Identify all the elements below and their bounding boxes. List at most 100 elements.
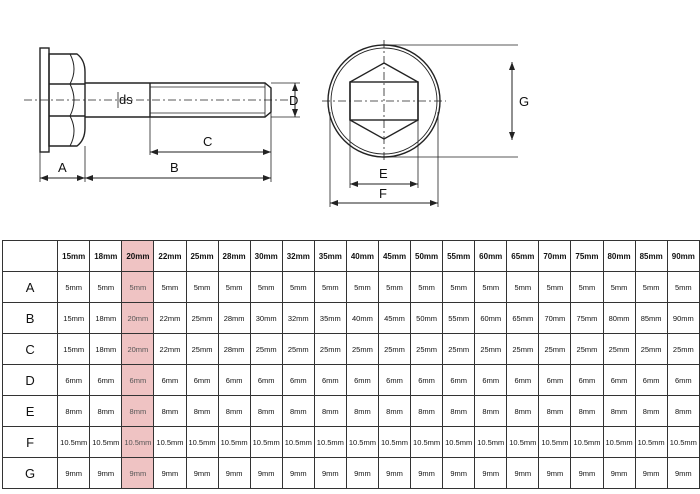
table-cell: 25mm [666, 333, 700, 365]
table-cell: 6mm [570, 364, 604, 396]
table-cell: 5mm [442, 271, 476, 303]
size-header-cell: 22mm [153, 240, 187, 272]
table-cell: 5mm [281, 271, 315, 303]
table-cell: 15mm [57, 333, 91, 365]
table-cell: 5mm [506, 271, 540, 303]
table-cell: 6mm [89, 364, 123, 396]
table-cell: 10.5mm [185, 426, 219, 458]
table-cell: 9mm [217, 457, 251, 489]
dimension-arrowheads [40, 62, 515, 206]
row-label-cell: G [1, 457, 59, 489]
table-cell: 5mm [377, 271, 412, 303]
table-cell: 5mm [538, 271, 572, 303]
table-cell: 9mm [410, 457, 444, 489]
table-cell: 10.5mm [602, 426, 636, 458]
table-cell: 6mm [57, 364, 91, 396]
dim-label-f: F [379, 186, 387, 201]
row-label-cell: C [1, 333, 59, 365]
table-cell: 25mm [185, 302, 219, 334]
table-cell: 6mm [538, 364, 572, 396]
table-cell: 5mm [474, 271, 508, 303]
size-header-cell: 18mm [89, 240, 123, 272]
table-cell: 10.5mm [89, 426, 123, 458]
row-label-cell: A [1, 271, 59, 303]
table-cell: 15mm [57, 302, 91, 334]
table-cell: 50mm [410, 302, 444, 334]
table-cell: 70mm [538, 302, 572, 334]
table-cell: 9mm [666, 457, 700, 489]
table-cell: 25mm [602, 333, 636, 365]
size-header-cell: 20mm [121, 240, 155, 272]
size-header-cell: 60mm [474, 240, 508, 272]
size-header-cell: 50mm [410, 240, 444, 272]
table-cell: 10.5mm [249, 426, 283, 458]
table-cell: 10.5mm [410, 426, 444, 458]
table-cell: 10.5mm [538, 426, 572, 458]
table-cell: 90mm [666, 302, 700, 334]
table-cell: 9mm [185, 457, 219, 489]
table-cell: 9mm [377, 457, 412, 489]
table-cell: 6mm [506, 364, 540, 396]
table-cell: 45mm [377, 302, 412, 334]
table-cell: 10.5mm [313, 426, 347, 458]
bolt-shank [24, 82, 290, 118]
size-header-cell: 40mm [345, 240, 379, 272]
table-cell: 8mm [217, 395, 251, 427]
size-header-cell: 30mm [249, 240, 283, 272]
size-header-cell: 85mm [634, 240, 668, 272]
table-cell: 25mm [185, 333, 219, 365]
table-cell: 25mm [442, 333, 476, 365]
table-cell: 5mm [153, 271, 187, 303]
table-cell: 75mm [570, 302, 604, 334]
table-cell: 8mm [313, 395, 347, 427]
table-cell: 10.5mm [153, 426, 187, 458]
table-cell: 5mm [666, 271, 700, 303]
table-cell: 35mm [313, 302, 347, 334]
table-cell: 8mm [345, 395, 379, 427]
table-cell: 5mm [89, 271, 123, 303]
table-cell: 80mm [602, 302, 636, 334]
table-cell: 25mm [570, 333, 604, 365]
size-header-cell: 80mm [602, 240, 636, 272]
table-cell: 10.5mm [474, 426, 508, 458]
table-cell: 8mm [506, 395, 540, 427]
table-cell: 25mm [474, 333, 508, 365]
size-header-cell: 45mm [377, 240, 412, 272]
table-cell: 6mm [153, 364, 187, 396]
table-cell: 10.5mm [506, 426, 540, 458]
table-cell: 9mm [281, 457, 315, 489]
table-cell: 10.5mm [57, 426, 91, 458]
table-cell: 6mm [442, 364, 476, 396]
table-cell: 30mm [249, 302, 283, 334]
table-cell: 6mm [474, 364, 508, 396]
table-cell: 8mm [281, 395, 315, 427]
table-cell: 25mm [538, 333, 572, 365]
table-cell: 9mm [121, 457, 155, 489]
table-cell: 5mm [185, 271, 219, 303]
table-cell: 9mm [506, 457, 540, 489]
table-cell: 25mm [345, 333, 379, 365]
table-cell: 9mm [249, 457, 283, 489]
size-header-cell: 28mm [217, 240, 251, 272]
size-header-cell: 70mm [538, 240, 572, 272]
dim-label-g: G [519, 94, 529, 109]
table-cell: 25mm [249, 333, 283, 365]
table-cell: 6mm [634, 364, 668, 396]
table-cell: 20mm [121, 302, 155, 334]
table-cell: 8mm [538, 395, 572, 427]
table-cell: 6mm [249, 364, 283, 396]
table-cell: 6mm [185, 364, 219, 396]
table-cell: 5mm [57, 271, 91, 303]
table-cell: 28mm [217, 333, 251, 365]
table-cell: 5mm [313, 271, 347, 303]
table-cell: 10.5mm [377, 426, 412, 458]
bolt-front-view [322, 40, 446, 162]
table-cell: 32mm [281, 302, 315, 334]
table-cell: 9mm [153, 457, 187, 489]
table-cell: 8mm [474, 395, 508, 427]
